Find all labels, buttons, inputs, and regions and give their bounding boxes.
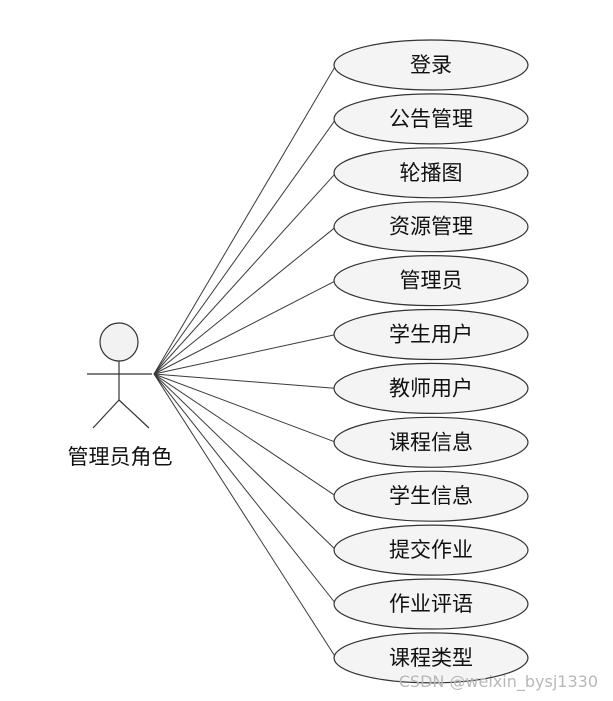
use-case: 作业评语 — [333, 578, 529, 630]
association-line — [153, 373, 337, 605]
association-line — [153, 373, 337, 551]
use-case: 课程信息 — [333, 416, 529, 468]
use-case-ellipse — [333, 308, 529, 361]
association-line — [153, 334, 337, 375]
use-case: 教师用户 — [333, 362, 529, 414]
use-case-label: 学生用户 — [389, 323, 473, 347]
use-case: 资源管理 — [333, 201, 529, 253]
association-line — [153, 373, 337, 443]
use-case-ellipse — [333, 632, 529, 684]
use-case-label: 课程类型 — [389, 646, 473, 670]
use-case: 公告管理 — [333, 93, 529, 145]
use-case-ellipse — [333, 524, 529, 576]
association-line — [153, 118, 337, 375]
use-case-label: 管理员 — [400, 269, 463, 293]
association-lines — [153, 64, 337, 659]
use-case-label: 教师用户 — [389, 376, 473, 400]
use-case-label: 登录 — [410, 53, 452, 77]
use-case-label: 轮播图 — [400, 161, 463, 185]
use-case-label: 课程信息 — [389, 430, 473, 454]
use-case: 管理员 — [333, 255, 529, 307]
actor-figure: 管理员角色 — [68, 322, 173, 469]
use-case-ellipse — [333, 255, 529, 307]
use-case-ellipse — [333, 39, 529, 91]
use-case: 学生信息 — [333, 470, 529, 522]
use-case: 课程类型 — [333, 632, 529, 684]
association-line — [153, 172, 337, 375]
association-line — [153, 373, 337, 497]
actor-head — [99, 322, 139, 362]
watermark-text: CSDN @weixin_bysj1330 — [399, 672, 598, 692]
actor-left-leg — [92, 399, 120, 429]
use-case-ellipse — [333, 147, 529, 199]
association-line — [153, 226, 337, 375]
use-case: 提交作业 — [333, 524, 529, 576]
use-case-ellipse — [333, 362, 529, 414]
use-case: 学生用户 — [333, 308, 529, 361]
use-case: 登录 — [333, 39, 529, 91]
actor-label: 管理员角色 — [68, 445, 173, 469]
use-case-ellipse — [333, 416, 529, 468]
use-case-label: 资源管理 — [389, 215, 473, 239]
association-line — [153, 373, 337, 659]
association-line — [153, 280, 337, 375]
use-case: 轮播图 — [333, 147, 529, 199]
use-case-ellipse — [333, 201, 529, 253]
association-line — [153, 64, 337, 375]
use-case-ellipse — [333, 578, 529, 630]
association-line — [153, 373, 337, 389]
use-case-ellipse — [333, 470, 529, 522]
use-case-ellipse — [333, 93, 529, 145]
use-case-list: 登录公告管理轮播图资源管理管理员学生用户教师用户课程信息学生信息提交作业作业评语… — [333, 39, 529, 684]
use-case-label: 提交作业 — [389, 538, 473, 562]
use-case-label: 作业评语 — [389, 592, 473, 616]
use-case-label: 公告管理 — [389, 107, 473, 131]
use-case-label: 学生信息 — [389, 484, 473, 508]
actor-right-leg — [118, 399, 150, 429]
